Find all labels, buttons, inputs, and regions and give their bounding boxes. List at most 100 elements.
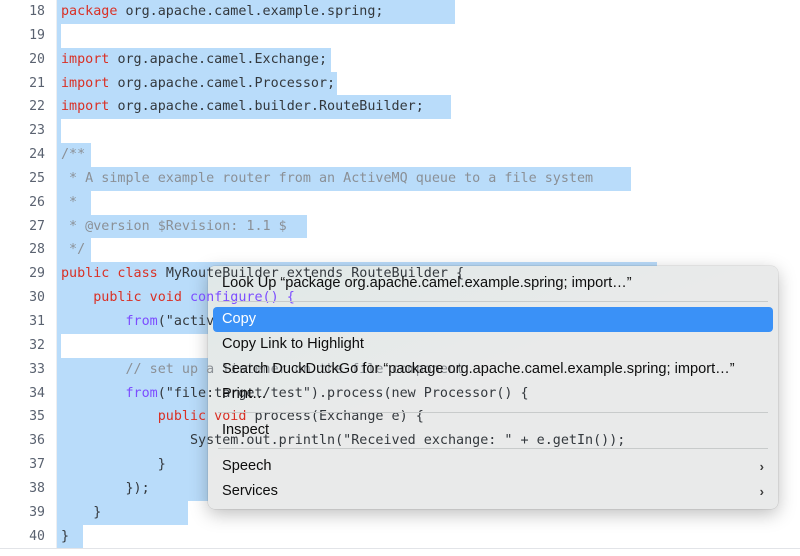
context-menu[interactable]: Look Up “package org.apache.camel.exampl… <box>208 266 778 509</box>
menu-item-label: Copy <box>222 311 257 327</box>
code-line: 23 <box>0 119 800 144</box>
chevron-right-icon: › <box>759 459 764 474</box>
code-text: } <box>61 529 69 544</box>
code-text: * @version $Revision: 1.1 $ <box>61 219 287 234</box>
context-menu-items: Look Up “package org.apache.camel.exampl… <box>208 271 778 504</box>
code-token <box>61 314 126 329</box>
code-line-content[interactable] <box>57 333 800 358</box>
code-text: // set up a listener on the file compone… <box>61 361 465 377</box>
code-line: 36 System.out.println("Received exchange… <box>0 429 800 454</box>
line-number: 31 <box>0 309 57 334</box>
code-token: */ <box>61 242 86 258</box>
code-line-content[interactable]: * <box>57 190 800 215</box>
menu-item-label: Speech <box>222 458 272 474</box>
code-token: * <box>61 194 78 210</box>
code-token <box>61 433 190 448</box>
menu-item-label: Print… <box>222 386 267 402</box>
line-number: 40 <box>0 524 57 548</box>
code-line: 40} <box>0 524 800 548</box>
code-token: org.apache.camel.Exchange; <box>117 51 328 67</box>
line-number: 25 <box>0 166 57 191</box>
code-line: 25 * A simple example router from an Act… <box>0 166 800 191</box>
line-number: 29 <box>0 262 57 287</box>
line-number: 34 <box>0 381 57 406</box>
code-line-content[interactable] <box>57 23 800 48</box>
selection-highlight <box>57 47 331 72</box>
code-line: 38 }); <box>0 476 800 501</box>
code-token: public void <box>157 409 255 425</box>
code-line: 27 * @version $Revision: 1.1 $ <box>0 214 800 239</box>
code-token: process(Exchange e) { <box>254 409 424 425</box>
menu-item-label: Services <box>222 483 278 499</box>
line-number: 30 <box>0 286 57 310</box>
menu-item-look-up[interactable]: Look Up “package org.apache.camel.exampl… <box>213 271 773 296</box>
code-line-content[interactable]: } <box>57 524 800 548</box>
menu-item-label: Look Up “package org.apache.camel.exampl… <box>222 275 632 291</box>
code-token: * @version $Revision: 1.1 $ <box>61 218 287 234</box>
menu-item-copy-link-to-highlight[interactable]: Copy Link to Highlight <box>213 332 773 357</box>
code-text: public class MyRouteBuilder extends Rout… <box>61 266 464 281</box>
code-line-content[interactable]: from("file:target/test").process(new Pro… <box>57 381 800 406</box>
code-line-content[interactable]: */ <box>57 238 800 263</box>
menu-item-copy[interactable]: Copy <box>213 307 773 332</box>
selection-highlight <box>57 119 61 144</box>
line-number: 33 <box>0 357 57 382</box>
selection-highlight <box>57 166 631 191</box>
selection-highlight <box>57 0 455 24</box>
menu-item-label: Inspect <box>222 422 270 438</box>
code-token: // set up a listener on the file compone… <box>125 361 465 377</box>
code-line-content[interactable] <box>57 119 800 144</box>
code-token: from <box>125 385 158 401</box>
code-token: /** <box>61 147 86 163</box>
line-number: 32 <box>0 333 57 358</box>
code-line-content[interactable]: * @version $Revision: 1.1 $ <box>57 214 800 239</box>
chevron-right-icon: › <box>759 484 764 499</box>
line-number: 38 <box>0 476 57 501</box>
code-line: 32 <box>0 333 800 358</box>
selection-highlight <box>57 476 236 501</box>
code-token: } <box>61 457 166 473</box>
code-token: public void <box>93 290 190 306</box>
line-number: 27 <box>0 214 57 239</box>
menu-item-search-duckduckgo[interactable]: Search DuckDuckGo for “package org.apach… <box>213 357 773 382</box>
code-token <box>61 409 158 424</box>
code-text: * A simple example router from an Active… <box>61 171 593 186</box>
code-text: } <box>61 457 166 472</box>
code-line-content[interactable]: package org.apache.camel.example.spring; <box>57 0 800 24</box>
selection-highlight <box>57 95 451 120</box>
code-line-content[interactable]: import org.apache.camel.Processor; <box>57 71 800 96</box>
code-token: import <box>61 99 118 115</box>
code-token: ("file:target/test").process(new Process… <box>157 385 529 401</box>
code-line: 24/** <box>0 143 800 167</box>
code-line-content[interactable]: import org.apache.camel.builder.RouteBui… <box>57 95 800 120</box>
menu-item-label: Search DuckDuckGo for “package org.apach… <box>222 361 735 377</box>
code-line-content[interactable]: System.out.println("Received exchange: "… <box>57 429 800 454</box>
menu-item-print[interactable]: Print… <box>213 382 773 407</box>
selection-highlight <box>57 524 83 548</box>
menu-separator <box>218 412 768 413</box>
menu-item-speech[interactable]: Speech › <box>213 454 773 479</box>
line-number: 20 <box>0 47 57 72</box>
line-number: 21 <box>0 71 57 96</box>
code-token: import <box>61 51 118 67</box>
selection-highlight <box>57 214 307 239</box>
code-token: import <box>61 75 118 91</box>
code-line-content[interactable]: /** <box>57 143 800 167</box>
code-line-content[interactable]: * A simple example router from an Active… <box>57 166 800 191</box>
code-line-content[interactable]: import org.apache.camel.Exchange; <box>57 47 800 72</box>
code-text: }); <box>61 481 149 496</box>
code-token: org.apache.camel.example.spring; <box>125 4 384 19</box>
selection-highlight <box>57 238 91 263</box>
code-text: package org.apache.camel.example.spring; <box>61 4 383 19</box>
line-number: 23 <box>0 119 57 144</box>
line-number: 22 <box>0 95 57 120</box>
code-text: } <box>61 505 101 520</box>
menu-item-inspect[interactable]: Inspect <box>213 418 773 443</box>
menu-item-services[interactable]: Services › <box>213 479 773 504</box>
code-line-content[interactable]: } <box>57 500 800 525</box>
code-token: * A simple example router from an Active… <box>61 170 594 186</box>
menu-separator <box>218 301 768 302</box>
code-token: org.apache.camel.builder.RouteBuilder; <box>117 99 424 115</box>
code-line-content[interactable]: }); <box>57 476 800 501</box>
